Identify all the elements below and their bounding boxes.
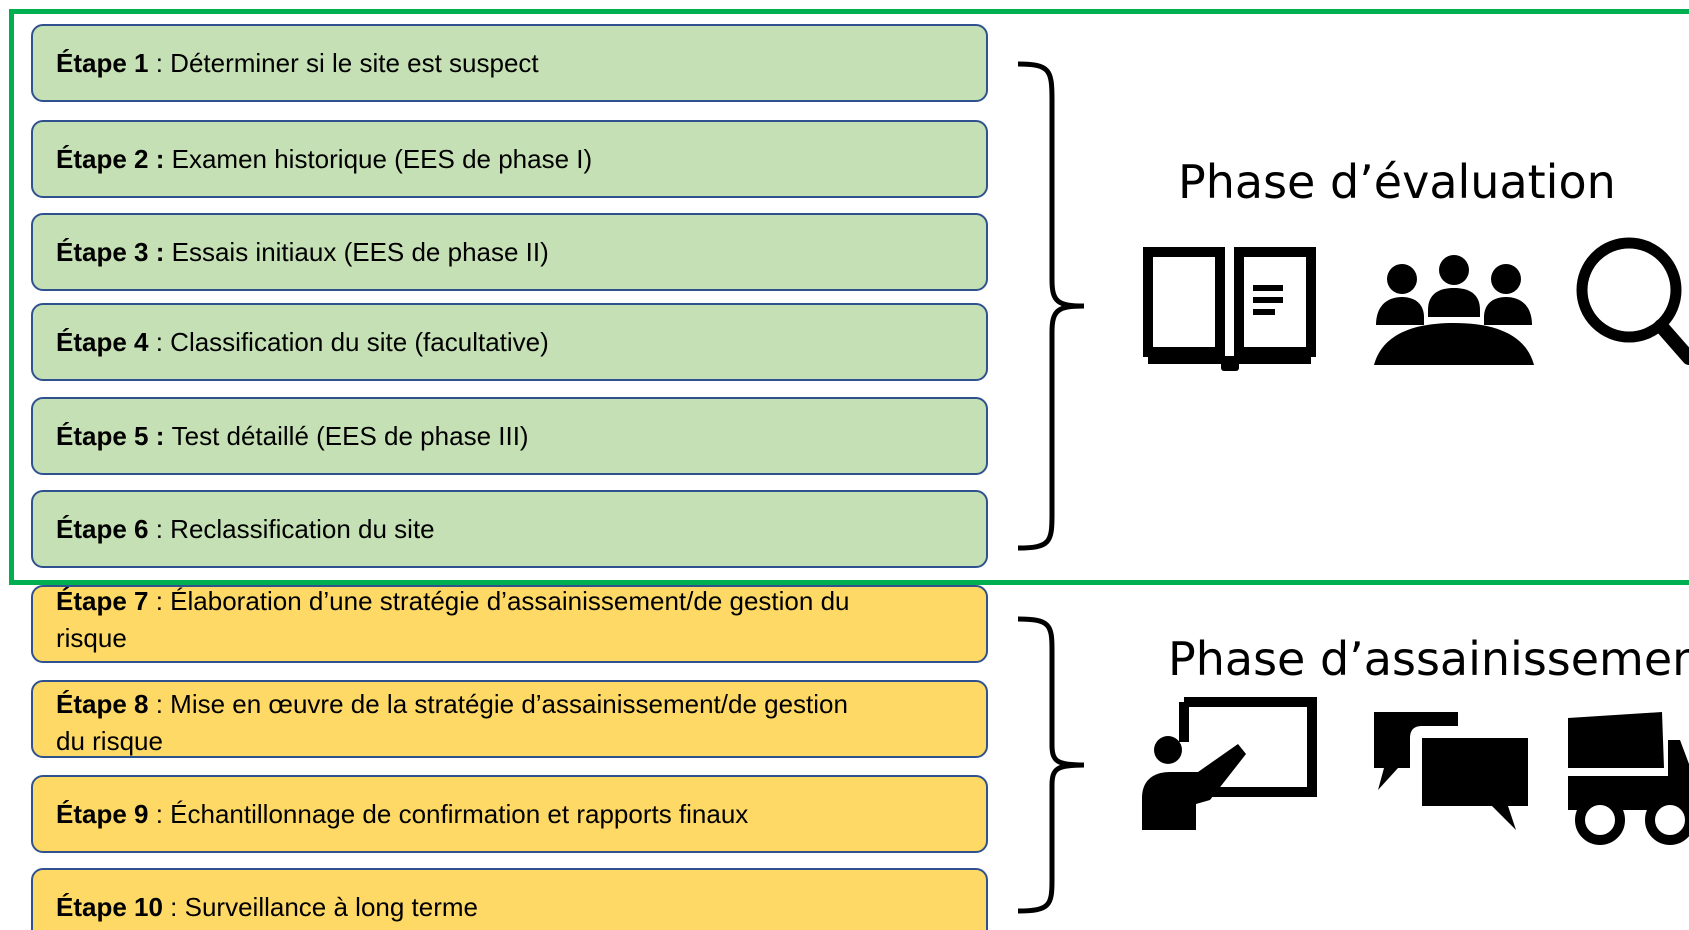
step-1-label: Étape 1 — [56, 47, 149, 78]
step-4-separator: : — [148, 326, 171, 357]
step-2-label: Étape 2 : — [56, 143, 165, 174]
magnifier-icon — [1576, 237, 1689, 365]
step-8-text: Mise en œuvre de la stratégie d’assainis… — [170, 689, 848, 719]
step-7-label: Étape 7 — [56, 586, 149, 616]
step-6-separator: : — [148, 513, 171, 544]
step-9-box: Étape 9 : Échantillonnage de confirmatio… — [31, 775, 988, 853]
evaluation-phase-frame — [9, 9, 1689, 585]
step-7-text-line2: risque — [56, 623, 127, 653]
step-1-separator: : — [148, 47, 171, 78]
step-8-separator: : — [148, 689, 171, 719]
step-10-label: Étape 10 — [56, 891, 163, 922]
step-4-label: Étape 4 — [56, 326, 149, 357]
step-3-separator — [164, 234, 171, 271]
step-3-box: Étape 3 : Essais initiaux (EES de phase … — [31, 213, 988, 291]
step-3-label: Étape 3 : — [56, 236, 165, 267]
step-6-box: Étape 6 : Reclassification du site — [31, 490, 988, 568]
open-book-icon — [1143, 247, 1316, 371]
step-8-box: Étape 8 : Mise en œuvre de la stratégie … — [31, 680, 988, 758]
step-8-text-line2: du risque — [56, 726, 163, 756]
step-10-text: Surveillance à long terme — [184, 891, 479, 922]
step-6-label: Étape 6 — [56, 513, 149, 544]
presenter-icon — [1142, 697, 1317, 830]
step-1-text: Déterminer si le site est suspect — [170, 47, 539, 78]
chat-bubbles-icon — [1374, 712, 1528, 830]
step-2-separator — [164, 141, 171, 178]
step-10-separator: : — [162, 891, 185, 922]
assainissement-phase-brace — [1017, 616, 1085, 914]
step-5-text: Test détaillé (EES de phase III) — [171, 420, 529, 451]
step-9-text: Échantillonnage de confirmation et rappo… — [170, 798, 749, 829]
step-6-text: Reclassification du site — [170, 513, 435, 544]
step-5-label: Étape 5 : — [56, 420, 165, 451]
step-10-box: Étape 10 : Surveillance à long terme — [31, 868, 988, 930]
dump-truck-icon — [1568, 712, 1689, 845]
step-3-text: Essais initiaux (EES de phase II) — [171, 236, 549, 267]
step-8-label: Étape 8 — [56, 689, 149, 719]
step-9-separator: : — [148, 798, 171, 829]
step-5-box: Étape 5 : Test détaillé (EES de phase II… — [31, 397, 988, 475]
step-2-box: Étape 2 : Examen historique (EES de phas… — [31, 120, 988, 198]
evaluation-phase-title: Phase d’évaluation — [1178, 155, 1616, 209]
assainissement-phase-title: Phase d’assainissement — [1168, 632, 1689, 686]
step-5-separator — [164, 418, 171, 455]
step-7-box: Étape 7 : Élaboration d’une stratégie d’… — [31, 585, 988, 663]
step-7-separator: : — [148, 586, 171, 616]
step-7-text: Élaboration d’une stratégie d’assainisse… — [170, 586, 850, 616]
step-1-box: Étape 1 : Déterminer si le site est susp… — [31, 24, 988, 102]
evaluation-phase-brace — [1017, 61, 1085, 551]
step-2-text: Examen historique (EES de phase I) — [171, 143, 593, 174]
step-9-label: Étape 9 — [56, 798, 149, 829]
meeting-group-icon — [1374, 255, 1534, 365]
step-4-box: Étape 4 : Classification du site (facult… — [31, 303, 988, 381]
step-4-text: Classification du site (facultative) — [170, 326, 549, 357]
